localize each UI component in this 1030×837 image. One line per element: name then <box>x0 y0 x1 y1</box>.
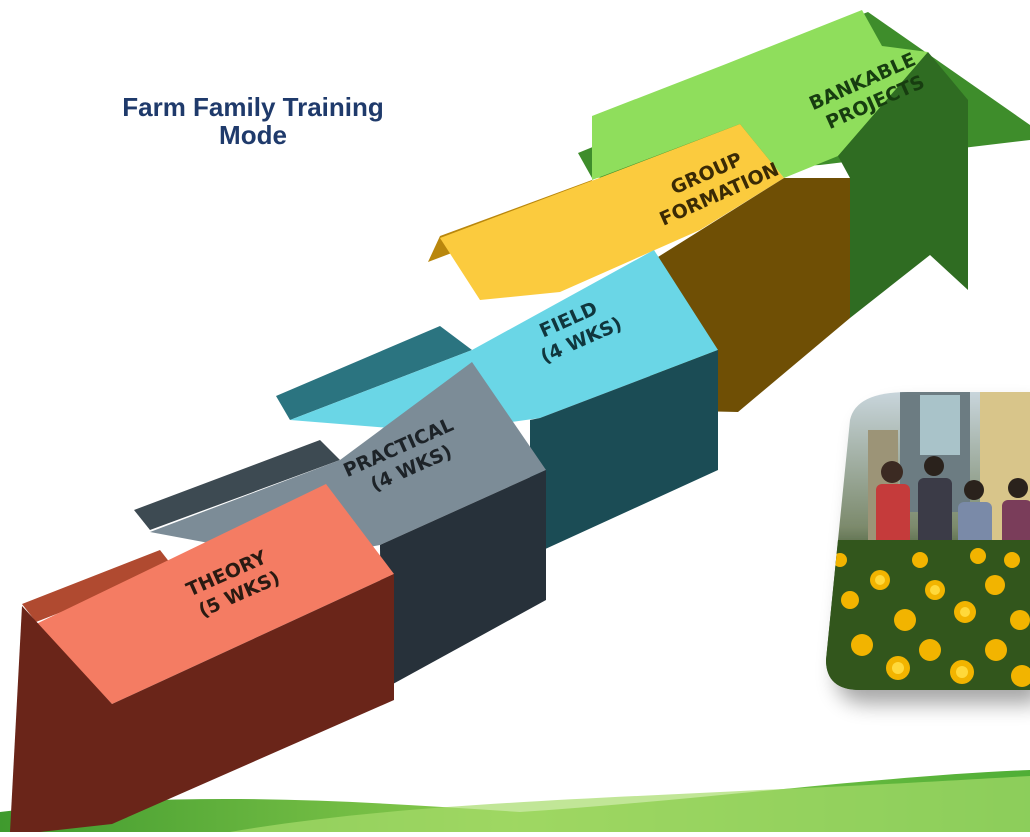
step-practical <box>134 362 546 690</box>
bottom-wave-highlight <box>230 776 1030 832</box>
field-side <box>530 350 718 556</box>
practical-side <box>380 470 546 690</box>
step-field <box>276 250 718 556</box>
theory-side-right <box>112 574 394 824</box>
practical-front <box>150 362 546 560</box>
step-theory <box>10 484 394 832</box>
step-bankable-projects <box>578 10 1030 318</box>
theory-front <box>36 484 394 704</box>
students-photo <box>826 392 1030 690</box>
field-front <box>290 250 718 432</box>
theory-top <box>22 550 174 622</box>
practical-top <box>134 440 340 530</box>
page-title-line1: Farm Family Training <box>122 92 384 122</box>
field-top <box>276 326 472 420</box>
theory-side <box>10 606 112 832</box>
bankable-side <box>838 52 968 318</box>
bankable-front <box>592 10 928 180</box>
page-title: Farm Family Training Mode <box>118 93 388 149</box>
group-front <box>440 124 784 300</box>
page-title-line2: Mode <box>219 120 287 150</box>
